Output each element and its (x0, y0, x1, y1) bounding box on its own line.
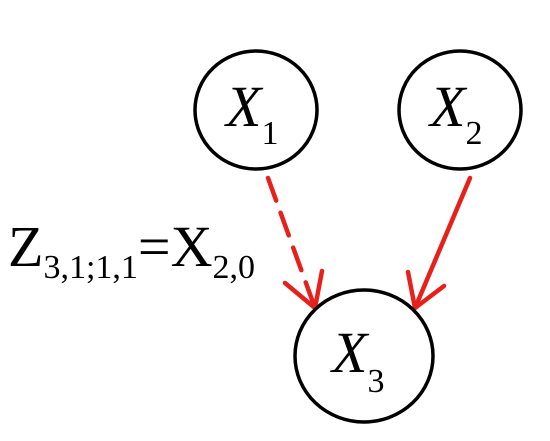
edge-x2-x3-arrowhead (405, 269, 447, 311)
node-x1-label: X1 (224, 74, 278, 152)
node-x3-var: X (330, 320, 370, 385)
node-x1: X1 (193, 49, 319, 171)
annotation-lhs-sub: 3,1;1,1 (43, 249, 137, 286)
edge-annotation: Z3,1;1,1=X2,0 (8, 214, 255, 286)
node-x2-label: X2 (428, 74, 482, 152)
node-x1-var: X (224, 74, 264, 139)
annotation-equals: = (138, 214, 171, 279)
edge-x2-x3-line (412, 175, 473, 311)
node-x3-sub: 3 (367, 363, 384, 400)
node-x3-label: X3 (330, 320, 384, 400)
edge-x2-x3 (405, 175, 473, 311)
edge-x1-x3 (265, 175, 325, 311)
node-x2: X2 (397, 49, 523, 171)
node-x2-var: X (428, 74, 468, 139)
edge-x1-x3-arrowhead (282, 268, 325, 311)
node-x3: X3 (293, 288, 435, 424)
node-x2-circle (397, 49, 523, 171)
node-x3-circle (293, 288, 435, 424)
annotation-rhs-sub: 2,0 (213, 249, 256, 286)
annotation-rhs-var: X (171, 214, 213, 279)
node-x1-sub: 1 (261, 115, 278, 152)
node-x2-sub: 2 (465, 115, 482, 152)
node-x1-circle (193, 49, 319, 171)
edge-x1-x3-line (265, 175, 318, 311)
annotation-lhs-var: Z (8, 214, 43, 279)
